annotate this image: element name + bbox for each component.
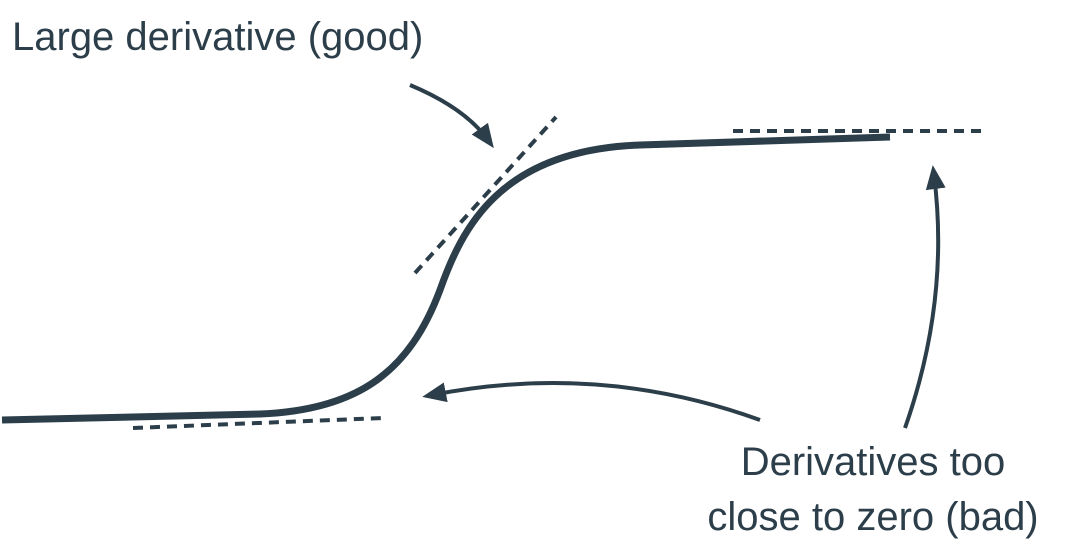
sigmoid-curve — [1, 133, 891, 424]
arrow-to-flat-bottom — [422, 381, 761, 422]
tangent-middle-dashed — [413, 115, 558, 275]
label-small-derivative-line1: Derivatives too — [741, 440, 1006, 484]
arrow-to-steep-region — [409, 83, 494, 149]
label-small-derivative-line2: close to zero (bad) — [707, 495, 1038, 539]
arrow-to-flat-top — [903, 165, 946, 429]
label-large-derivative: Large derivative (good) — [12, 15, 423, 59]
tangent-bottom-dashed — [132, 416, 384, 430]
